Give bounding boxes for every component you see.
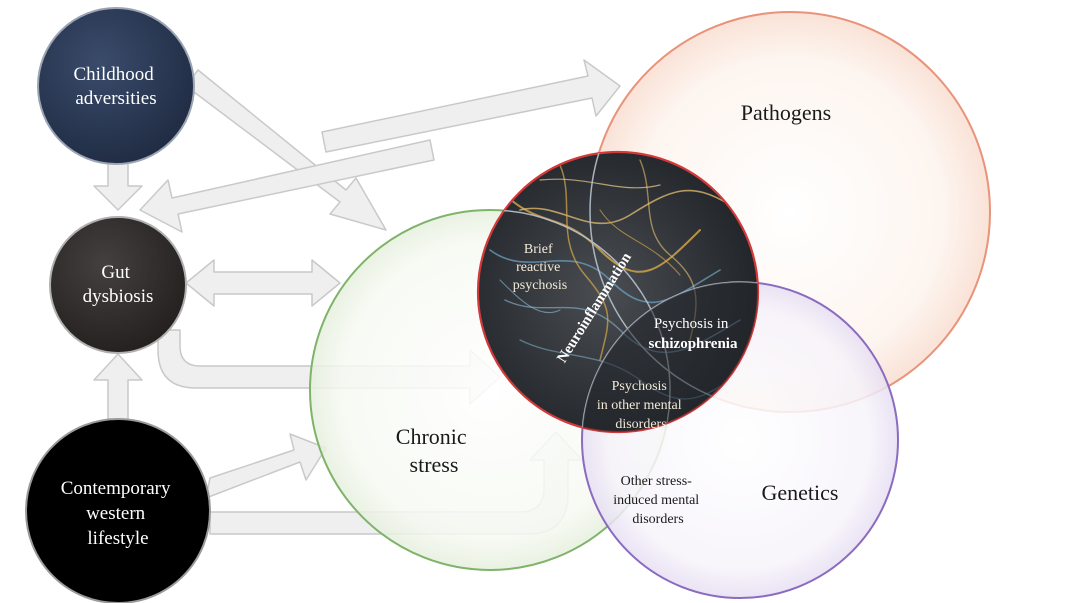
lifestyle-label-line1: Contemporary [61,478,171,499]
brief-reactive-line3: psychosis [513,278,567,293]
childhood-node [37,7,195,165]
other-stress-line3: disorders [632,512,683,527]
arrow-childhood-to-chronic [185,69,387,231]
other-mental-line2: in other mental [597,398,682,413]
other-stress-line1: Other stress- [621,474,692,489]
arrows-layer [93,59,621,535]
gut-label-line1: Gut [101,262,130,283]
lifestyle-label: Contemporary western lifestyle [61,478,176,549]
chronic-stress-label: Chronic stress [396,424,472,477]
other-stress-label: Other stress- induced mental disorders [613,474,702,527]
schizophrenia-region [582,282,758,432]
lifestyle-node [25,418,211,603]
chronic-stress-line2: stress [410,452,459,477]
arrow-gut-chronic-double [185,259,341,307]
pathogens-label: Pathogens [741,100,831,125]
schizophrenia-line2: schizophrenia [649,336,738,352]
schizophrenia-line1: Psychosis in [654,316,729,332]
arrow-lifestyle-to-chronic [205,433,327,499]
arrow-pathogens-to-gut [139,139,435,233]
childhood-label: Childhood adversities [74,64,159,109]
brief-reactive-line2: reactive [516,260,560,275]
gut-label: Gut dysbiosis [83,262,154,307]
arrow-to-pathogens [321,59,621,153]
schizophrenia-label: Psychosis in schizophrenia [649,316,738,352]
chronic-stress-line1: Chronic [396,424,467,449]
other-mental-label: Psychosis in other mental disorders [597,379,685,432]
brief-reactive-line1: Brief [524,242,553,257]
genetics-label: Genetics [762,480,839,505]
lifestyle-label-line3: lifestyle [87,528,148,549]
brief-reactive-label: Brief reactive psychosis [513,242,567,293]
gut-label-line2: dysbiosis [83,286,154,307]
childhood-label-line2: adversities [75,88,156,109]
gut-dysbiosis-node [49,216,187,354]
other-mental-line1: Psychosis [612,379,667,394]
other-mental-line3: disorders [615,417,666,432]
other-stress-line2: induced mental [613,493,699,508]
lifestyle-label-line2: western [86,503,146,524]
childhood-label-line1: Childhood [74,64,155,85]
arrow-lifestyle-to-gut [93,353,143,421]
